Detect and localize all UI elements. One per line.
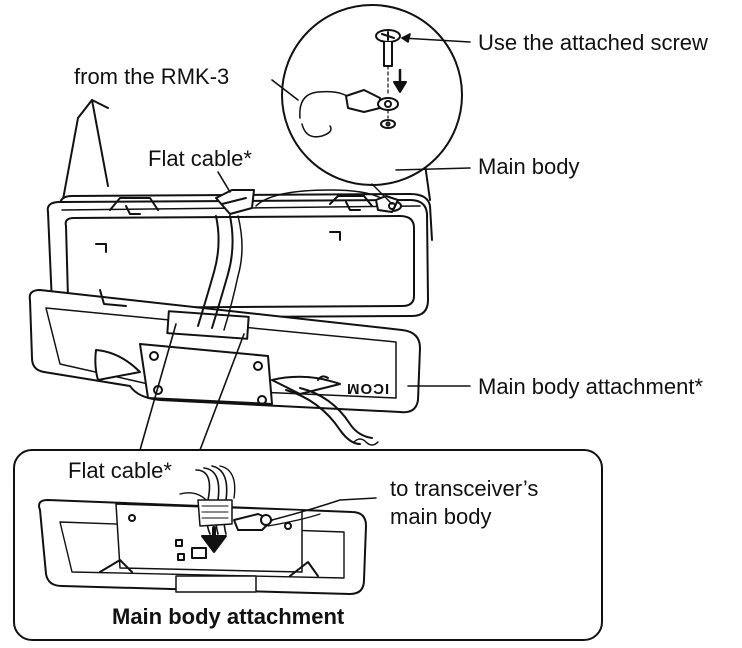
inset-caption: Main body attachment [112, 604, 345, 629]
brand-mark: ICOM [346, 380, 390, 397]
label-from-rmk: from the RMK-3 [74, 64, 230, 89]
inset-panel [13, 449, 603, 641]
detail-callout [281, 4, 463, 205]
label-flat-cable-top: Flat cable* [148, 146, 252, 171]
label-main-body: Main body [478, 154, 580, 179]
attachment-plate [28, 289, 421, 414]
label-flat-cable-inset: Flat cable* [68, 458, 172, 483]
cables-main [197, 189, 385, 446]
label-main-body-attachment: Main body attachment* [478, 374, 704, 399]
label-use-screw: Use the attached screw [478, 30, 708, 55]
zoom-lines [139, 323, 245, 451]
label-to-transceiver-line2: main body [390, 504, 492, 529]
ground-lug [375, 195, 402, 213]
label-to-transceiver-line1: to transceiver’s [390, 476, 539, 501]
